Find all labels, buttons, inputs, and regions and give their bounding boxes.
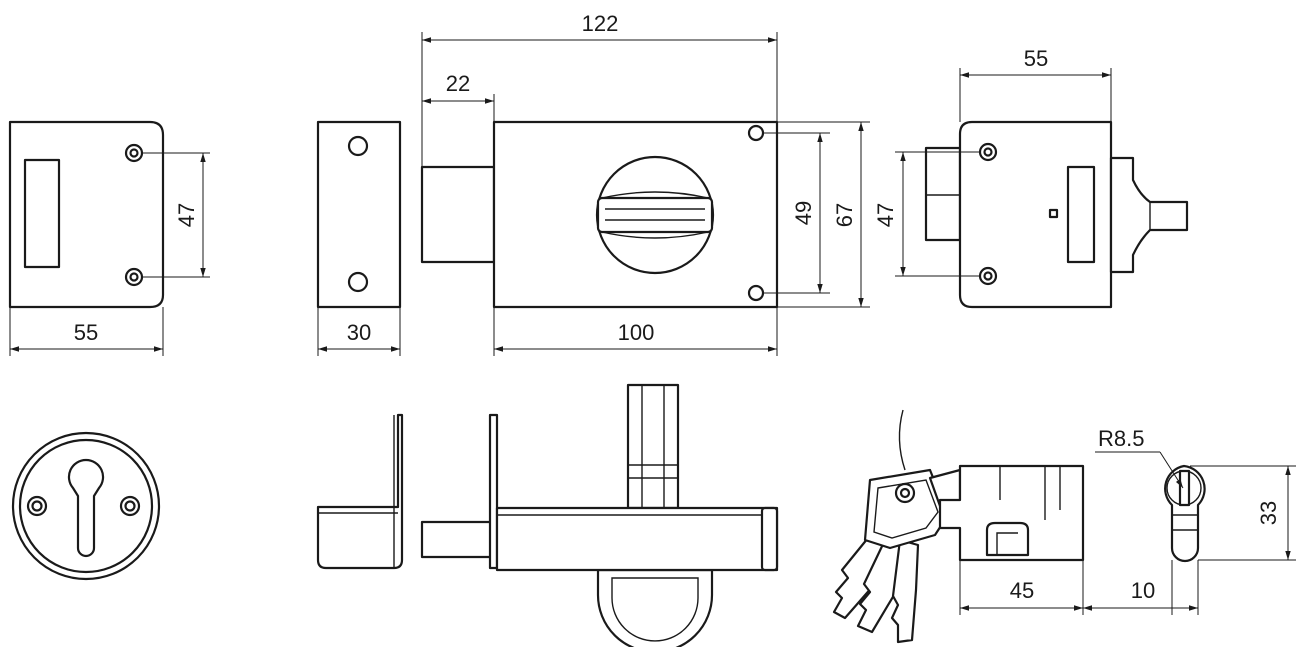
cylinder-side-view: 45 [938, 464, 1085, 615]
back-width-label: 55 [1024, 46, 1048, 71]
case-height-label: 67 [832, 203, 857, 227]
case-top-view [420, 383, 779, 647]
case-back-view: 55 47 [873, 46, 1189, 309]
keep-depth-label: 30 [347, 320, 371, 345]
case-front-view: 122 22 100 49 67 [420, 11, 870, 356]
escutcheon-view [11, 431, 161, 581]
keep-hole-spacing-label: 47 [174, 203, 199, 227]
case-hole-spacing-label: 49 [791, 201, 816, 225]
keep-width-label: 55 [74, 320, 98, 345]
case-width-label: 100 [618, 320, 655, 345]
cylinder-length-label: 45 [1010, 578, 1034, 603]
cylinder-width-label: 10 [1131, 578, 1155, 603]
cylinder-height-label: 33 [1256, 501, 1281, 525]
cylinder-profile-view: R8.5 33 10 [1083, 426, 1296, 615]
keep-side-view: 30 [316, 120, 402, 356]
back-hole-spacing-label: 47 [873, 203, 898, 227]
cylinder-radius-label: R8.5 [1098, 426, 1144, 451]
keep-top-view [316, 413, 404, 570]
bolt-throw-label: 22 [446, 71, 470, 96]
total-length-label: 122 [582, 11, 619, 36]
keep-front-view: 47 55 [8, 120, 210, 356]
